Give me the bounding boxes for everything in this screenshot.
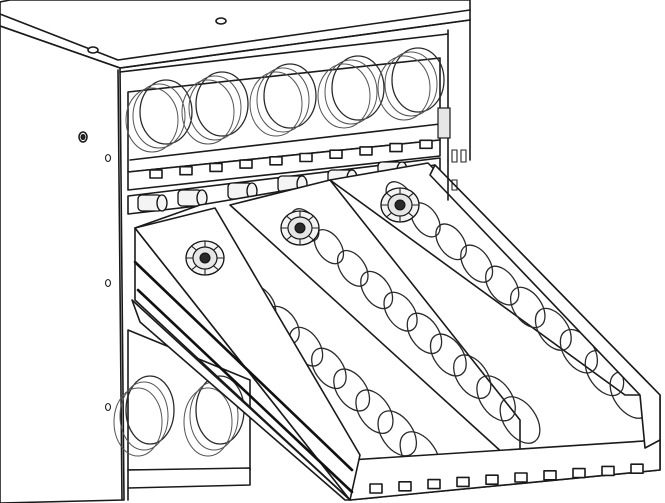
motor-icon bbox=[137, 194, 168, 212]
tray-tab bbox=[329, 149, 343, 159]
coil-loop bbox=[485, 265, 520, 306]
lower-tray bbox=[113, 329, 251, 501]
cabinet-frame-lower bbox=[447, 159, 458, 201]
cabinet-frame bbox=[119, 19, 471, 163]
coil-loop bbox=[499, 396, 541, 444]
coil-loop bbox=[476, 375, 516, 422]
hole-icon bbox=[104, 278, 112, 288]
coil-loop bbox=[534, 307, 572, 351]
coil-icon bbox=[317, 55, 385, 129]
coil-loop bbox=[333, 368, 371, 412]
cabinet-side-panel bbox=[0, 25, 125, 503]
tray-tab bbox=[359, 146, 373, 156]
coil-loop bbox=[336, 249, 369, 287]
lane-divider bbox=[229, 179, 521, 456]
motor-hub-icon bbox=[185, 240, 225, 276]
pulled-tray bbox=[131, 162, 661, 501]
tray-tab bbox=[269, 156, 283, 166]
coil-icon bbox=[249, 63, 317, 137]
tray-side-wall bbox=[134, 207, 361, 501]
hole-icon bbox=[104, 153, 112, 163]
coil-loop bbox=[453, 354, 492, 399]
coil-icon bbox=[181, 71, 249, 145]
coil-loop bbox=[377, 410, 418, 457]
tray-tab bbox=[572, 467, 586, 479]
upper-tray bbox=[125, 47, 451, 191]
tray-tab bbox=[456, 476, 470, 488]
tray-tab bbox=[299, 152, 313, 163]
screw-icon bbox=[80, 134, 86, 140]
coil-loop bbox=[435, 223, 467, 261]
motor-icon bbox=[177, 189, 208, 207]
coil-icon bbox=[125, 79, 193, 153]
tray-tab bbox=[514, 472, 528, 483]
coil-loop bbox=[429, 333, 467, 377]
coil-loop bbox=[406, 312, 443, 355]
tray-tab bbox=[179, 165, 193, 176]
tray-tab bbox=[398, 480, 412, 492]
coil-icon bbox=[377, 47, 445, 121]
coil-loop bbox=[355, 389, 394, 434]
coil-loop bbox=[383, 291, 418, 332]
tray-tab bbox=[427, 478, 441, 490]
tray-tab bbox=[601, 465, 615, 477]
tray-tab bbox=[239, 159, 253, 169]
coil-loop bbox=[460, 244, 494, 283]
tray-tab bbox=[209, 162, 223, 173]
coil-loop bbox=[360, 270, 394, 310]
tray-tab bbox=[149, 169, 163, 179]
tray-tab bbox=[543, 469, 557, 481]
motor-hub-icon bbox=[380, 187, 420, 223]
hole-icon bbox=[104, 402, 112, 412]
coil-icon bbox=[113, 375, 175, 457]
tray-tab bbox=[389, 142, 403, 153]
coil-loop bbox=[509, 286, 546, 329]
tray-tab bbox=[485, 474, 499, 486]
screw-icon bbox=[215, 17, 227, 25]
coil-loop bbox=[311, 347, 347, 390]
tray-tab bbox=[369, 483, 383, 494]
motor-hub-icon bbox=[280, 210, 320, 246]
tray-tab bbox=[419, 139, 433, 150]
screw-icon bbox=[87, 46, 99, 54]
tray-tab bbox=[630, 463, 644, 475]
